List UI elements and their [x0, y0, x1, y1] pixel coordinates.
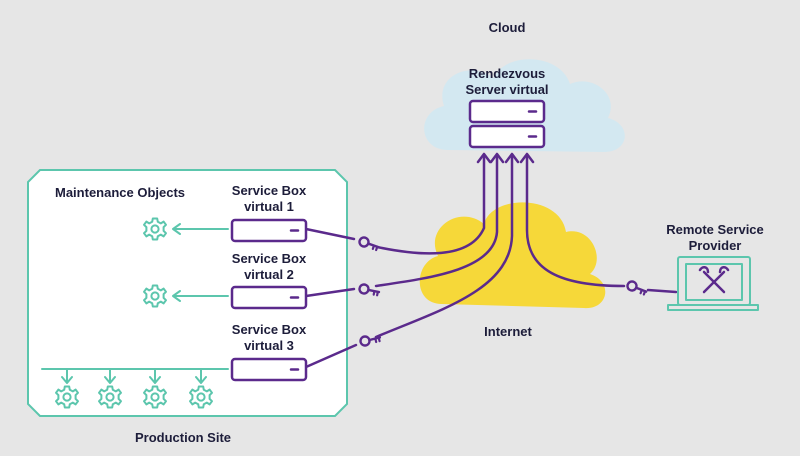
arrow-icon [149, 368, 161, 384]
arrow-icon [476, 152, 492, 164]
connection-line-box1 [304, 155, 486, 255]
service-box-3-label-line2: virtual 3 [244, 338, 294, 353]
rendezvous-server-label: Rendezvous Server virtual [447, 66, 567, 98]
service-box-1-label: Service Box virtual 1 [214, 183, 324, 215]
arrow-icon [519, 152, 535, 164]
service-box-3-label: Service Box virtual 3 [214, 322, 324, 354]
maintenance-objects-label: Maintenance Objects [55, 185, 186, 200]
connection-line-remote [525, 155, 678, 294]
key-icon [357, 327, 383, 353]
arrow-icon [504, 152, 520, 164]
key-icon [357, 279, 381, 302]
remote-service-provider-label: Remote Service Provider [650, 222, 780, 254]
connection-line-box2 [304, 155, 499, 298]
internet-label: Internet [484, 324, 532, 339]
arrow-icon [172, 290, 229, 302]
arrow-icon [195, 368, 207, 384]
key-icon [625, 278, 648, 299]
rendezvous-server-label-line2: Server virtual [465, 82, 549, 97]
service-box-2 [230, 285, 308, 310]
internet-cloud-shape [419, 202, 606, 309]
service-box-2-label-line1: Service Box [231, 251, 307, 266]
connection-line-box3 [304, 155, 514, 369]
rendezvous-server-unit-bottom [468, 124, 546, 149]
service-box-2-label: Service Box virtual 2 [214, 251, 324, 283]
arrow-icon [172, 223, 229, 235]
arrow-icon [61, 368, 73, 384]
production-site-label: Production Site [134, 430, 232, 445]
laptop-icon [667, 256, 759, 311]
service-box-3 [230, 357, 308, 382]
key-icon [357, 233, 381, 255]
cloud-label: Cloud [488, 20, 526, 35]
remote-service-provider-label-line1: Remote Service [666, 222, 764, 237]
service-box-1 [230, 218, 308, 243]
rendezvous-server-unit-top [468, 99, 546, 124]
remote-service-provider-label-line2: Provider [688, 238, 742, 253]
service-box-1-label-line1: Service Box [231, 183, 307, 198]
rendezvous-server-label-line1: Rendezvous [468, 66, 546, 81]
service-box-3-label-line1: Service Box [231, 322, 307, 337]
arrow-icon [489, 152, 505, 164]
tools-icon [698, 266, 730, 294]
service-box-1-label-line2: virtual 1 [244, 199, 294, 214]
arrow-icon [104, 368, 116, 384]
service-box-2-label-line2: virtual 2 [244, 267, 294, 282]
